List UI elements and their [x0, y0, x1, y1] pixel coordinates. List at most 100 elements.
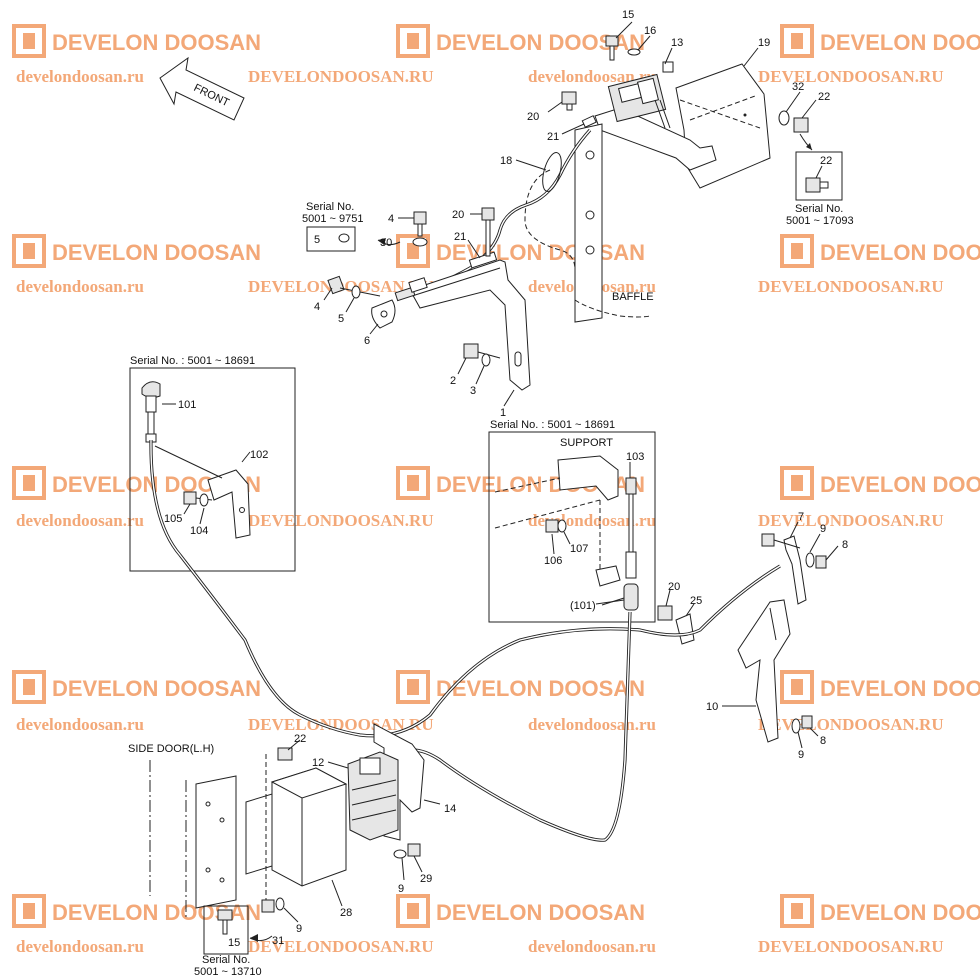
callout-1: 1	[500, 407, 506, 419]
callout-20-top: 20	[527, 111, 539, 123]
svg-text:DEVELON DOOSAN: DEVELON DOOSAN	[436, 900, 645, 925]
callout-16: 16	[644, 25, 656, 37]
nut	[662, 61, 674, 73]
watermark-logo: DEVELON DOOSAN	[12, 670, 261, 704]
serial-box-13710: 15 Serial No. 5001 ~ 13710	[194, 905, 273, 978]
bolt-20-mid	[481, 207, 495, 221]
callout-101: 101	[178, 399, 196, 411]
callout-9-bl: 9	[296, 923, 302, 935]
svg-text:DEVELON DOOSAN: DEVELON DOOSAN	[820, 240, 980, 265]
callout-104: 104	[190, 525, 208, 537]
callout-5-box: 5	[314, 234, 320, 246]
serial-box-18691-left: Serial No. : 5001 ~ 18691	[129, 355, 296, 572]
callout-18: 18	[500, 155, 512, 167]
washer-32	[778, 110, 790, 126]
support-label: SUPPORT	[560, 437, 613, 449]
clip-25	[675, 613, 695, 645]
watermark-logo: DEVELON DOOSAN	[396, 670, 645, 704]
watermark-logo: DEVELON DOOSAN	[396, 894, 645, 928]
washer-9-bl	[275, 897, 285, 911]
callout-32: 32	[792, 81, 804, 93]
callout-28: 28	[340, 907, 352, 919]
serial-label: Serial No. : 5001 ~ 18691	[490, 419, 615, 431]
watermark-url: develondoosan.ru	[16, 937, 144, 956]
callout-9-r1: 9	[820, 523, 826, 535]
callout-31: 31	[272, 935, 284, 947]
washer-5-mid	[351, 285, 361, 299]
callout-6: 6	[364, 335, 370, 347]
callout-8-r2: 8	[820, 735, 826, 747]
callout-19: 19	[758, 37, 770, 49]
bolt-7	[761, 533, 775, 547]
callout-106: 106	[544, 555, 562, 567]
watermark-url: DEVELONDOOSAN.RU	[758, 277, 944, 296]
bracket-7	[761, 533, 827, 605]
watermark-logo: DEVELON DOOSAN	[780, 670, 980, 704]
watermark-url: develondoosan.ru	[16, 277, 144, 296]
callout-30: 30	[380, 237, 392, 249]
watermark-url: DEVELONDOOSAN.RU	[758, 67, 944, 86]
bolt-106	[545, 519, 559, 533]
watermark-logo: DEVELON DOOSAN	[780, 234, 980, 268]
callout-105: 105	[164, 513, 182, 525]
front-arrow: FRONT	[159, 56, 245, 121]
callout-15: 15	[622, 9, 634, 21]
watermark-logo: DEVELON DOOSAN	[780, 466, 980, 500]
bolt-105	[183, 491, 197, 505]
watermark-url: DEVELONDOOSAN.RU	[758, 715, 944, 734]
svg-text:DEVELON DOOSAN: DEVELON DOOSAN	[52, 676, 261, 701]
bolt-4-top	[413, 211, 427, 225]
callout-15-box: 15	[228, 937, 240, 949]
washer-16	[627, 48, 641, 56]
callout-12: 12	[312, 757, 324, 769]
svg-text:DEVELON DOOSAN: DEVELON DOOSAN	[820, 676, 980, 701]
watermark-url: develondoosan.ru	[16, 67, 144, 86]
callout-5-mid: 5	[338, 313, 344, 325]
washer-3	[481, 353, 491, 367]
bolt-2	[463, 343, 479, 359]
watermark-url: develondoosan.ru	[16, 511, 144, 530]
callout-103: 103	[626, 451, 644, 463]
callout-21-mid: 21	[454, 231, 466, 243]
watermark-url: DEVELONDOOSAN.RU	[758, 511, 944, 530]
callouts: 15 16 13 19 20 21 32 22 18 20 21 4 30 4 …	[164, 9, 848, 947]
nut-8-r1	[815, 555, 827, 569]
bracket-10	[737, 599, 813, 743]
cables-main	[149, 439, 781, 842]
leader-lines	[162, 21, 839, 923]
svg-text:DEVELON DOOSAN: DEVELON DOOSAN	[820, 472, 980, 497]
watermark-logo: DEVELON DOOSAN	[12, 24, 261, 58]
baffle-label: BAFFLE	[612, 291, 654, 303]
svg-text:DEVELON DOOSAN: DEVELON DOOSAN	[820, 30, 980, 55]
serial-range: 5001 ~ 9751	[302, 213, 363, 225]
callout-101p: (101)	[570, 600, 596, 612]
callout-22-box: 22	[820, 155, 832, 167]
svg-text:DEVELON DOOSAN: DEVELON DOOSAN	[436, 240, 645, 265]
serial-box-18691-right: Serial No. : 5001 ~ 18691 SUPPORT	[488, 419, 656, 623]
watermark-logo: DEVELON DOOSAN	[12, 234, 261, 268]
callout-22-top: 22	[818, 91, 830, 103]
svg-text:DEVELON DOOSAN: DEVELON DOOSAN	[820, 900, 980, 925]
knob-101	[141, 381, 161, 399]
callout-9-r2: 9	[798, 749, 804, 761]
callout-22-bot: 22	[294, 733, 306, 745]
callout-10: 10	[706, 701, 718, 713]
serial-title: Serial No.	[306, 201, 354, 213]
latch-assembly	[561, 35, 813, 189]
washer-30	[412, 237, 428, 247]
serial-title: Serial No.	[202, 954, 250, 966]
callout-8-r1: 8	[842, 539, 848, 551]
watermark-logo: DEVELON DOOSAN	[780, 24, 980, 58]
bolt-29	[407, 843, 421, 857]
watermark-logo: DEVELON DOOSAN	[396, 234, 645, 268]
watermark-url: DEVELONDOOSAN.RU	[248, 715, 434, 734]
callout-21-top: 21	[547, 131, 559, 143]
serial-title: Serial No.	[795, 203, 843, 215]
bottom-latch: SIDE DOOR(L.H)	[128, 723, 425, 920]
bolt-20-top	[561, 91, 577, 105]
callout-4-mid: 4	[314, 301, 320, 313]
bolt-4-mid	[327, 275, 345, 295]
watermark-url: DEVELONDOOSAN.RU	[758, 937, 944, 956]
svg-text:DEVELON DOOSAN: DEVELON DOOSAN	[52, 240, 261, 265]
callout-3: 3	[470, 385, 476, 397]
